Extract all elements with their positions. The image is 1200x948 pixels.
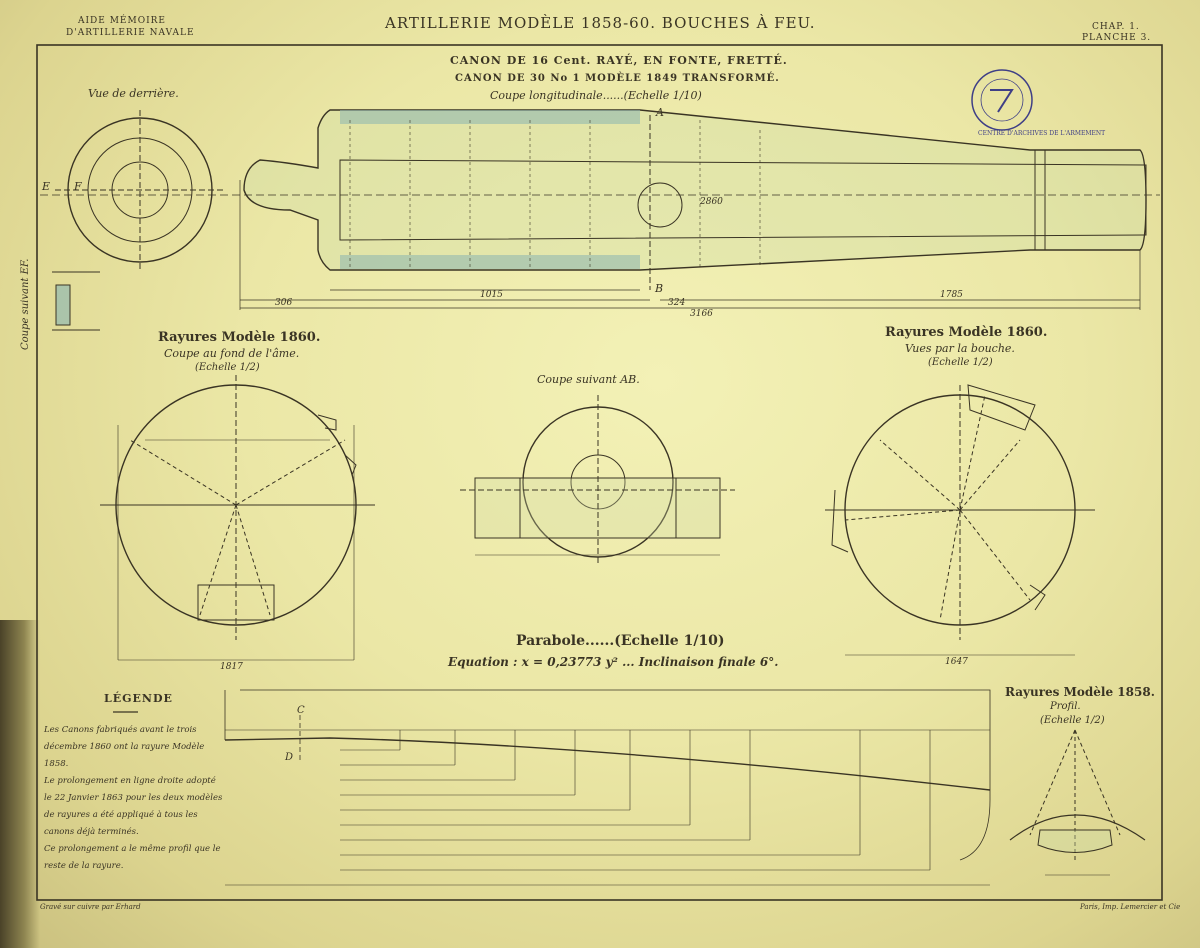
rifling-left-subtitle2: (Echelle 1/2) [195,362,260,373]
footer-engraver: Gravé sur cuivre par Erhard [40,903,141,911]
footer-printer: Paris, Imp. Lemercier et Cie [1080,903,1181,911]
label-c: C [297,705,305,716]
label-a: A [656,106,664,119]
rifling-left-title: Rayures Modèle 1860. [158,330,321,345]
legend-paragraph-2: Le prolongement en ligne droite adopté l… [44,776,223,837]
rifling-1858-profile [1009,729,1146,876]
rifling-1860-bore-section [100,375,375,661]
page-shadow [0,620,40,948]
chapter-label: CHAP. 1. [1092,22,1140,32]
rear-view-title: Vue de derrière. [88,87,179,100]
dim-overall: 3166 [690,309,713,319]
rifling-1860-muzzle-view [825,384,1095,656]
header-left-line1: AIDE MÉMOIRE [78,16,166,26]
rear-view [55,110,225,270]
parabola-equation: Equation : x = 0,23773 y² ... Inclinaiso… [448,655,779,669]
parabola-profile [224,689,991,886]
rifling-1858-subtitle1: Profil. [1050,701,1081,712]
label-f: F [74,180,82,193]
dim-1817: 1817 [220,662,243,672]
stamp-text: CENTRE D'ARCHIVES DE L'ARMEMENT [978,130,1106,137]
header-left-line2: D'ARTILLERIE NAVALE [66,28,195,38]
dim-324: 324 [668,298,686,308]
rifling-1858-subtitle2: (Echelle 1/2) [1040,715,1105,726]
dim-2860: 2860 [700,197,723,207]
dim-1785: 1785 [940,290,963,300]
section-ef-title: Coupe suivant EF. [20,258,31,351]
rifling-right-subtitle1: Vues par la bouche. [905,342,1015,355]
cannon-longitudinal-section [40,109,1160,310]
drawing-frame [36,44,1163,901]
section-ef [52,271,100,331]
label-b: B [655,282,664,295]
label-d: D [285,752,294,763]
dim-306: 306 [275,298,293,308]
section-ab-title: Coupe suivant AB. [537,373,640,386]
rifling-right-title: Rayures Modèle 1860. [885,325,1048,340]
legend-paragraph-3: Ce prolongement a le même profil que le … [44,844,221,871]
rifling-1858-title: Rayures Modèle 1858. [1005,685,1155,699]
label-e: E [42,180,51,193]
legend-paragraph-1: Les Canons fabriqués avant le trois déce… [44,725,205,769]
dim-1015: 1015 [480,290,503,300]
dim-1647: 1647 [945,657,968,667]
section-ab [460,395,735,565]
main-title: ARTILLERIE MODÈLE 1858-60. BOUCHES À FEU… [385,14,816,32]
legend-body: Les Canons fabriqués avant le trois déce… [44,722,224,875]
subtitle-line2: CANON DE 30 No 1 MODÈLE 1849 TRANSFORMÉ. [455,73,780,84]
rifling-right-subtitle2: (Echelle 1/2) [928,357,993,368]
parabola-title: Parabole......(Echelle 1/10) [516,633,725,649]
subtitle-line1: CANON DE 16 Cent. RAYÉ, EN FONTE, FRETTÉ… [450,54,788,67]
subtitle-line3: Coupe longitudinale......(Echelle 1/10) [490,89,702,102]
archive-stamp [971,69,1033,131]
plate-label: PLANCHE 3. [1082,33,1152,43]
rifling-left-subtitle1: Coupe au fond de l'âme. [164,347,300,360]
legend-title: LÉGENDE [104,692,173,705]
